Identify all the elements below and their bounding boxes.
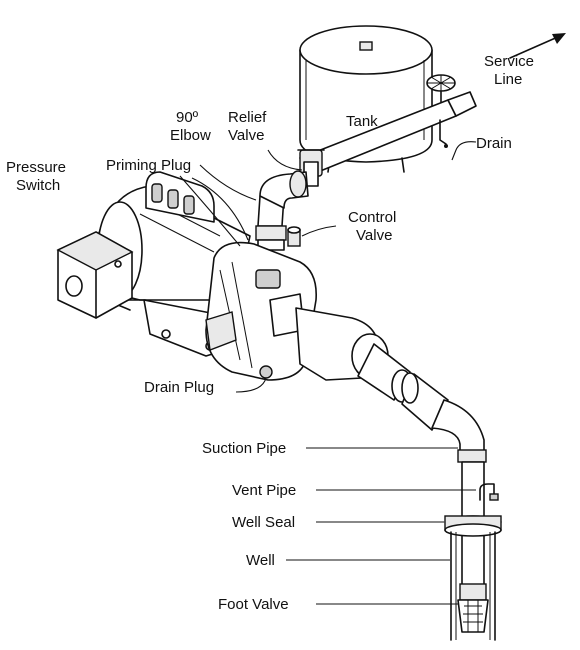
relief-valve xyxy=(297,149,325,187)
label-well-seal: Well Seal xyxy=(232,514,295,531)
label-control-valve-2: Valve xyxy=(356,227,392,244)
label-pressure-switch: Pressure xyxy=(6,159,66,176)
label-vent-pipe: Vent Pipe xyxy=(232,482,296,499)
label-pressure-switch-2: Switch xyxy=(16,177,60,194)
label-drain-plug: Drain Plug xyxy=(144,379,214,396)
label-tank: Tank xyxy=(346,113,378,130)
arrow-up-right-icon xyxy=(509,33,566,59)
label-elbow-2: Elbow xyxy=(170,127,211,144)
label-drain: Drain xyxy=(476,135,512,152)
pressure-switch xyxy=(56,231,134,319)
well-casing xyxy=(444,483,502,641)
leader-lines xyxy=(179,141,477,605)
label-well: Well xyxy=(246,552,275,569)
foot-valve xyxy=(457,583,489,633)
tank-tee-pipe xyxy=(299,74,477,177)
control-valve xyxy=(287,226,301,247)
label-control-valve: Control xyxy=(348,209,396,226)
label-relief-valve: Relief xyxy=(228,109,267,126)
label-foot-valve: Foot Valve xyxy=(218,596,289,613)
label-priming-plug: Priming Plug xyxy=(106,157,191,174)
label-elbow: 90º xyxy=(176,109,199,126)
suction-pipe xyxy=(357,343,487,593)
elbow-fitting xyxy=(255,170,309,251)
label-relief-valve-2: Valve xyxy=(228,127,264,144)
label-service-line: Service xyxy=(484,53,534,70)
pump-housing xyxy=(205,241,389,381)
label-suction-pipe: Suction Pipe xyxy=(202,440,286,457)
labels: Service Line Tank Drain Relief Valve 90º… xyxy=(6,53,534,613)
label-service-line-2: Line xyxy=(494,71,522,88)
